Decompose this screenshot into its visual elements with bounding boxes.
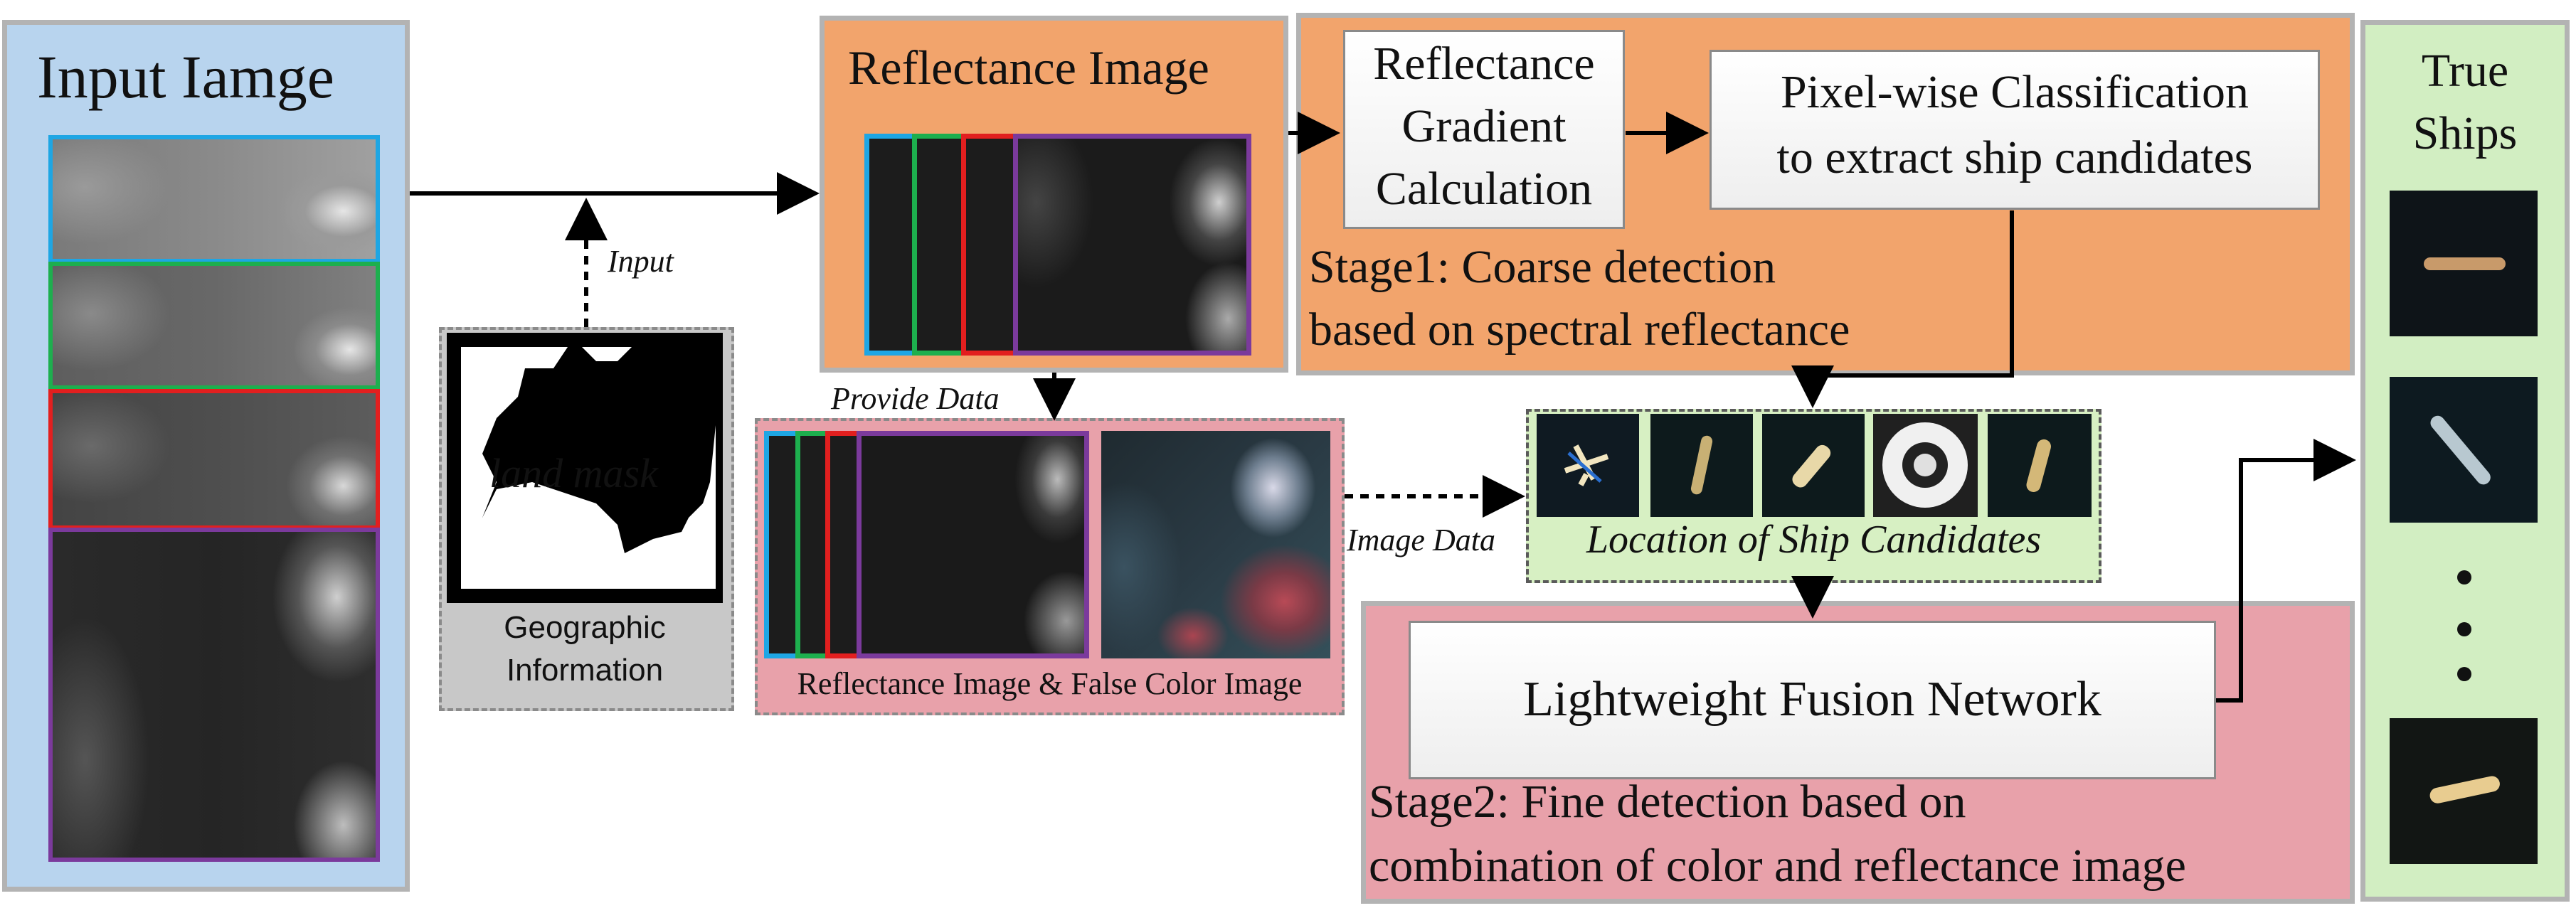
- gradient-line2: Gradient: [1401, 100, 1567, 152]
- geo-caption-line2: Information: [506, 653, 664, 688]
- candidate-thumb-4: [1873, 414, 1978, 517]
- land-mask-shape: [461, 347, 716, 589]
- true-ship-thumb-3: [2390, 718, 2538, 864]
- ellipsis-icon: [2456, 569, 2473, 697]
- true-ships-title-line1: True: [2421, 45, 2509, 97]
- provide-data-label: Provide Data: [831, 381, 1000, 416]
- candidate-thumb-1: [1537, 414, 1639, 517]
- classification-line2: to extract ship candidates: [1776, 132, 2253, 183]
- stage2-label-line2: combination of color and reflectance ima…: [1369, 840, 2186, 892]
- input-band-purple: [48, 528, 380, 862]
- fusion-network-label: Lightweight Fusion Network: [1523, 672, 2101, 727]
- false-color-image: [1101, 431, 1330, 658]
- classification-line1: Pixel-wise Classification: [1780, 66, 2249, 118]
- stage1-label-line2: based on spectral reflectance: [1309, 304, 1850, 356]
- candidate-thumb-3: [1762, 414, 1865, 517]
- geo-caption-line1: Geographic: [504, 610, 666, 645]
- candidates-caption: Location of Ship Candidates: [1586, 518, 2042, 562]
- true-ships-title-line2: Ships: [2412, 107, 2518, 159]
- land-mask: [447, 333, 723, 603]
- classification-box: [1710, 50, 2320, 210]
- input-title: Input Iamge: [37, 43, 334, 111]
- true-ship-thumb-2: [2390, 377, 2538, 523]
- input-band-green: [48, 262, 380, 390]
- data-band-purple: [857, 431, 1089, 658]
- input-arrow-label: Input: [608, 244, 674, 279]
- airplane-icon: [1564, 444, 1609, 486]
- stage2-label-line1: Stage2: Fine detection based on: [1369, 776, 1966, 828]
- reflectance-band-purple: [1013, 134, 1251, 356]
- fusion-network-box: [1409, 621, 2216, 779]
- input-band-red: [48, 389, 380, 530]
- gradient-line3: Calculation: [1375, 163, 1593, 215]
- gradient-calculation-box: [1343, 30, 1625, 229]
- input-band-blue: [48, 135, 380, 263]
- candidate-thumb-2: [1650, 414, 1753, 517]
- data-panel-caption: Reflectance Image & False Color Image: [797, 666, 1303, 701]
- image-data-label: Image Data: [1347, 523, 1495, 557]
- true-ship-thumb-1: [2390, 191, 2538, 336]
- candidate-thumb-5: [1988, 414, 2092, 517]
- reflectance-title: Reflectance Image: [848, 41, 1209, 95]
- gradient-line1: Reflectance: [1373, 38, 1595, 90]
- stage1-label-line1: Stage1: Coarse detection: [1309, 241, 1776, 293]
- land-mask-label: land mask: [489, 450, 658, 496]
